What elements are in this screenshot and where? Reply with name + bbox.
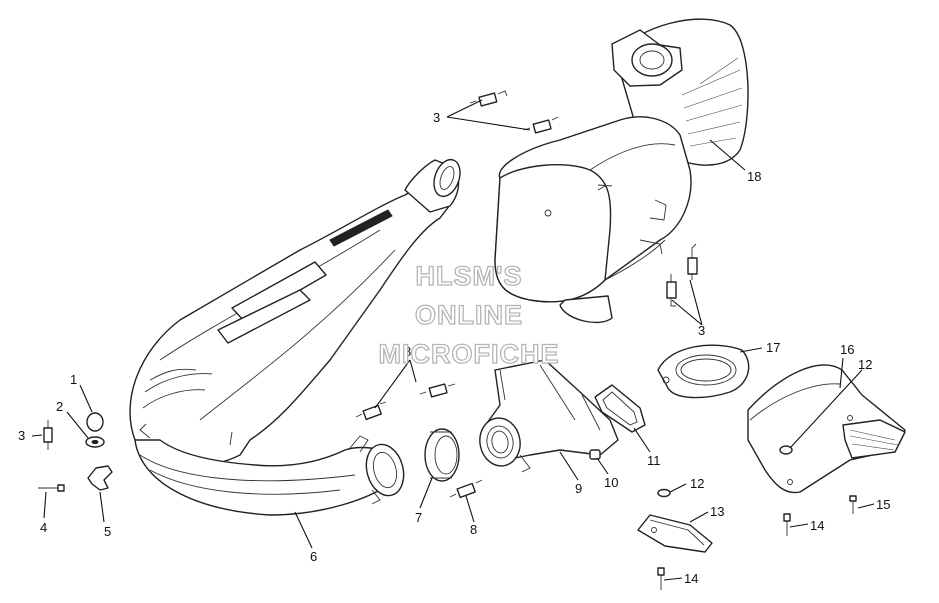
seal-ring [424, 428, 460, 482]
callout-12: 12 [858, 357, 872, 372]
callout-1: 1 [70, 372, 77, 387]
heat-shield [747, 364, 906, 494]
callout-3: 3 [18, 428, 25, 443]
callout-6: 6 [310, 549, 317, 564]
spring-icon [419, 383, 456, 398]
callout-9: 9 [575, 481, 582, 496]
callout-8: 8 [470, 522, 477, 537]
spring-icon [687, 243, 698, 280]
washer-icon [85, 436, 105, 448]
callout-2: 2 [56, 399, 63, 414]
spring-icon [355, 401, 387, 421]
callout-14: 14 [810, 518, 824, 533]
watermark-line-1: HLSM'S [416, 261, 523, 291]
spring-icon [523, 116, 559, 134]
bolt-icon [657, 567, 665, 590]
bolt-icon [783, 513, 791, 536]
spring-icon [43, 420, 53, 450]
outlet-gasket [657, 344, 750, 399]
hardware [38, 90, 857, 590]
nut-icon [589, 449, 601, 460]
watermark-line-2: ONLINE [415, 300, 523, 330]
callout-14: 14 [684, 571, 698, 586]
watermark: HLSM'S ONLINE MICROFICHE [378, 260, 560, 369]
callouts: 1 2 3 3 3 4 5 6 7 8 8 9 10 11 12 12 13 1… [18, 110, 890, 586]
callout-13: 13 [710, 504, 724, 519]
clip-icon [87, 465, 113, 491]
watermark-line-3: MICROFICHE [379, 339, 560, 369]
callout-16: 16 [840, 342, 854, 357]
callout-8: 8 [404, 344, 411, 359]
callout-4: 4 [40, 520, 47, 535]
callout-10: 10 [604, 475, 618, 490]
callout-18: 18 [747, 169, 761, 184]
spring-icon [449, 479, 483, 499]
callout-3: 3 [433, 110, 440, 125]
bolt-icon [849, 495, 857, 514]
callout-15: 15 [876, 497, 890, 512]
bolt-icon [38, 484, 65, 492]
expansion-chamber [129, 158, 461, 516]
callout-7: 7 [415, 510, 422, 525]
callout-5: 5 [104, 524, 111, 539]
exhaust-manifold [479, 359, 619, 473]
washer-icon [779, 445, 793, 455]
callout-11: 11 [647, 453, 661, 468]
washer-icon [657, 488, 671, 498]
spring-icon [469, 90, 508, 107]
muffler-assembly [494, 18, 749, 324]
mounting-bracket [637, 514, 713, 553]
leader-lines [31, 99, 875, 581]
callout-12: 12 [690, 476, 704, 491]
manifold-gasket [594, 384, 646, 433]
callout-3: 3 [698, 323, 705, 338]
spring-icon [666, 274, 677, 307]
grommet-icon [86, 412, 104, 432]
callout-17: 17 [766, 340, 780, 355]
